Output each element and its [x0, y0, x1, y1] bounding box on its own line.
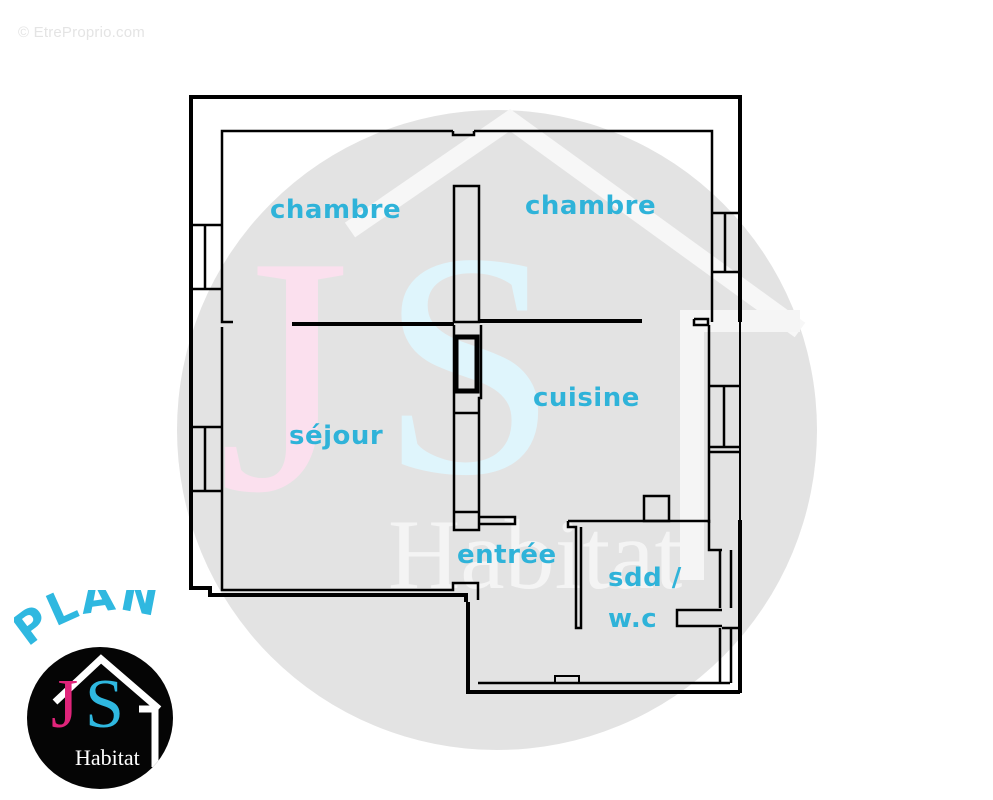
logo-habitat-text: Habitat	[75, 745, 140, 770]
copyright-watermark: © EtreProprio.com	[18, 24, 145, 41]
watermark-letter-s: S	[380, 188, 558, 542]
partition-right-stub	[692, 317, 710, 327]
watermark-roof-icon	[344, 108, 806, 338]
logo-house-icon	[52, 654, 162, 767]
outer-wall-bottom	[466, 602, 740, 694]
window-right-cuisine	[709, 384, 740, 454]
logo-circle: J S Habitat	[27, 647, 173, 789]
logo-letter-j: J	[51, 666, 79, 743]
logo-letter-s: S	[85, 666, 124, 743]
entree-stub	[479, 515, 517, 526]
watermark-house-post	[680, 310, 704, 580]
room-label-sejour: séjour	[289, 421, 384, 451]
room-label-chambre-right: chambre	[525, 191, 657, 221]
room-label-sdd: sdd /	[608, 563, 682, 593]
window-left-upper	[191, 223, 222, 291]
watermark-letter-j: J	[218, 186, 351, 563]
meter-box	[554, 675, 580, 684]
plan-arc-text: PLAN	[14, 590, 162, 656]
sdd-left-wall	[566, 521, 583, 630]
central-duct-upper	[452, 184, 481, 324]
sdd-top-wall	[568, 519, 722, 552]
room-label-chambre-left: chambre	[270, 195, 402, 225]
js-habitat-logo: PLAN J S Habitat	[14, 590, 204, 790]
window-right-chambre	[712, 211, 740, 274]
inner-wall-top-right	[474, 129, 714, 322]
top-notch	[451, 131, 476, 137]
window-left-lower	[191, 425, 222, 493]
central-duct-chimney	[453, 334, 480, 394]
sdd-right-stub	[675, 608, 722, 628]
outer-wall	[189, 95, 742, 602]
kitchen-vent-box	[642, 494, 671, 523]
window-right-sdd	[718, 550, 740, 683]
central-duct-lower	[452, 325, 483, 532]
room-label-wc: w.c	[608, 604, 658, 634]
room-label-entree: entrée	[457, 540, 557, 570]
room-label-cuisine: cuisine	[533, 383, 640, 413]
inner-wall-left-lower	[220, 327, 480, 600]
inner-wall-left	[220, 129, 453, 324]
